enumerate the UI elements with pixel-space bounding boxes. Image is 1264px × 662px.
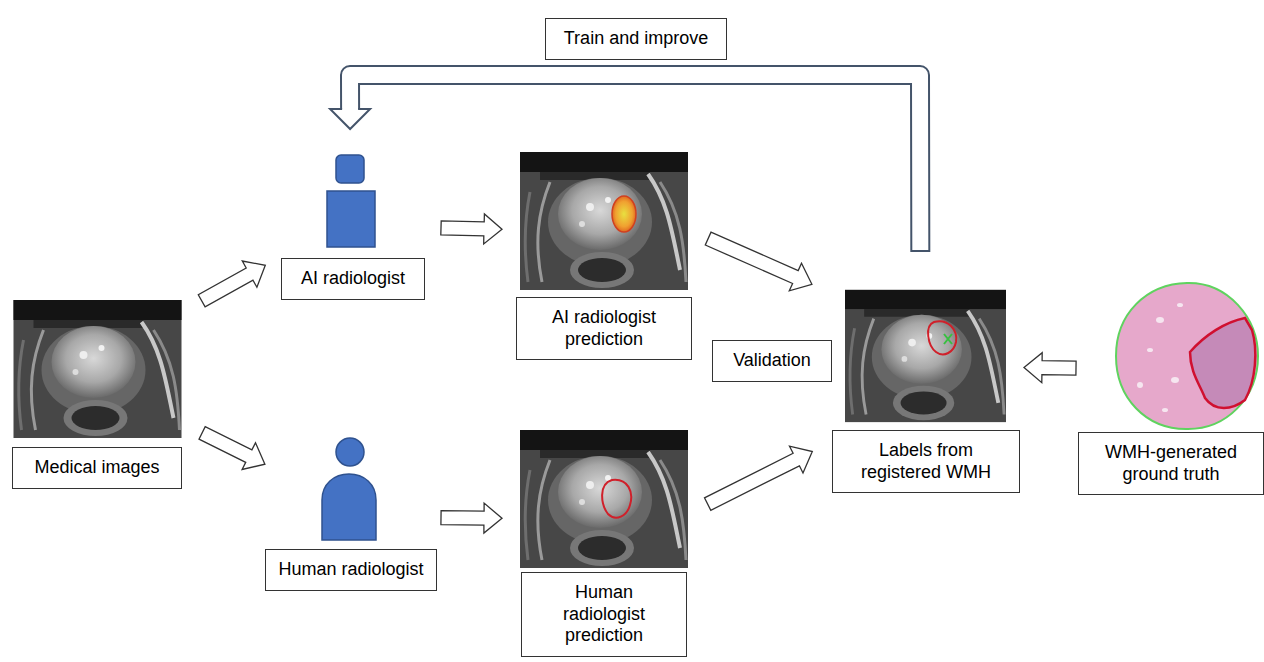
block-arrow (705, 232, 812, 291)
marker (944, 334, 952, 344)
node: Labels from registered WMH (832, 287, 1020, 493)
mri-image (845, 290, 1006, 422)
node: AI radiologist (281, 155, 425, 300)
label-box: Labels from registered WMH (832, 430, 1020, 493)
label-box: Medical images (12, 447, 182, 489)
label-text: WMH-generated ground truth (1091, 442, 1251, 485)
label-box: Validation (712, 340, 832, 382)
texture (1137, 382, 1143, 388)
label-box: AI radiologist prediction (516, 297, 692, 360)
node: WMH-generated ground truth (1080, 280, 1262, 495)
texture (1171, 377, 1179, 383)
block-arrow (198, 261, 265, 307)
label-box: AI radiologist (281, 258, 425, 300)
node: Human radiologist (281, 375, 425, 591)
icon-head (336, 438, 364, 466)
tissue (1116, 283, 1258, 429)
icon-body (327, 191, 375, 247)
loop-outline (350, 75, 920, 242)
edge-label-frame: Train and improve (545, 18, 727, 60)
texture (1177, 303, 1183, 307)
icon-head (336, 155, 364, 183)
lesion-outline (928, 321, 956, 354)
histology-slide (1116, 283, 1258, 429)
texture (1162, 408, 1168, 412)
label-box: Human radiologist prediction (521, 572, 687, 657)
label-box: WMH-generated ground truth (1078, 432, 1264, 495)
ai-person-icon (327, 155, 375, 247)
block-arrow (705, 446, 813, 510)
edge-label: Train and improve (564, 28, 708, 50)
label-text: Human radiologist (278, 559, 423, 581)
texture (1156, 317, 1164, 323)
ai-prediction-overlay (612, 196, 636, 232)
lesion-outline (602, 480, 631, 518)
node: Validation (712, 340, 832, 382)
block-arrow (441, 214, 502, 244)
texture (1147, 348, 1153, 352)
human-person-icon (322, 438, 376, 540)
block-arrow (1024, 353, 1076, 383)
label-text: Labels from registered WMH (851, 440, 1001, 483)
loop-fill (350, 75, 920, 242)
node: Medical images (10, 300, 186, 492)
mri-image (520, 430, 688, 568)
label-text: AI radiologist prediction (529, 307, 679, 350)
node: AI radiologist prediction (520, 152, 688, 362)
mri-image (14, 300, 182, 438)
arrow-head-outline (330, 109, 370, 129)
edge-label-box: Train and improve (545, 18, 727, 60)
label-text: Human radiologist prediction (554, 582, 654, 647)
label-box: Human radiologist (265, 549, 436, 591)
label-text: AI radiologist (301, 268, 405, 290)
label-text: Medical images (34, 457, 159, 479)
lesion-heatmap (612, 196, 636, 232)
node: Human radiologist prediction (520, 430, 688, 657)
registered-labels (928, 321, 956, 354)
loop-arrow (330, 75, 920, 242)
icon-body (322, 474, 376, 540)
tumor-region (1190, 318, 1255, 408)
label-text: Validation (733, 350, 811, 372)
block-arrow (441, 503, 502, 533)
arrow-head (330, 109, 370, 129)
mri-image (520, 152, 688, 290)
block-arrow (199, 427, 265, 470)
